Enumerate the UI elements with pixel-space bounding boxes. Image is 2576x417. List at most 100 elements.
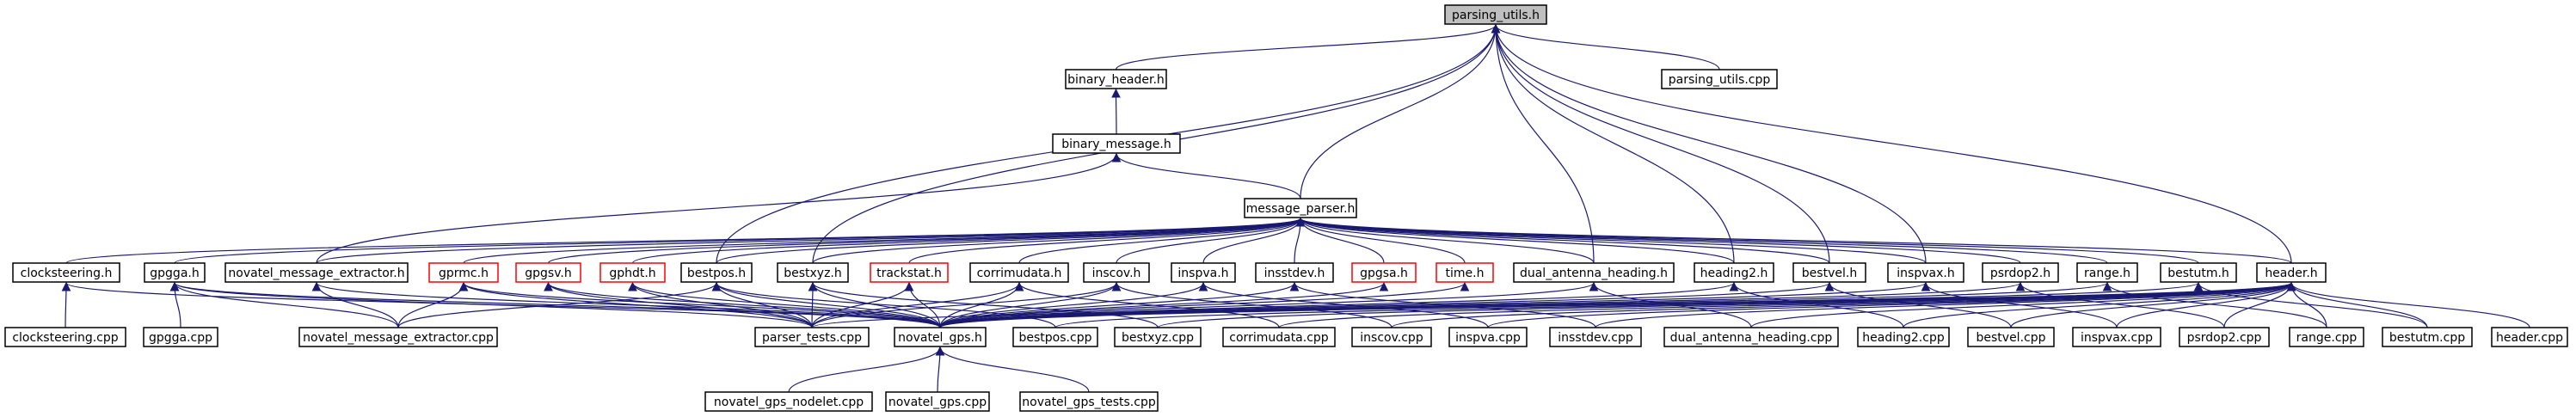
edge-bestvel-h-to-message-parser-h [1295,217,1830,264]
node-time-h[interactable]: time.h [1436,262,1494,283]
node-bestxyz-cpp[interactable]: bestxyz.cpp [1114,327,1202,347]
node-header-cpp[interactable]: header.cpp [2491,327,2568,347]
edge-parsing-utils-cpp-to-parsing-utils-h [1491,23,1720,71]
node-label: novatel_message_extractor.h [228,267,404,280]
node-box [1351,262,1417,283]
edge-inspvax-h-to-parsing-utils-h [1491,23,1927,264]
node-corrimudata-cpp[interactable]: corrimudata.cpp [1222,327,1336,347]
edge-gpgsv-h-to-message-parser-h [547,217,1306,264]
node-range-cpp[interactable]: range.cpp [2289,327,2364,347]
node-novatel-message-extractor-h[interactable]: novatel_message_extractor.h [224,262,409,283]
node-box [1448,327,1528,347]
edge-bestpos-h-to-message-parser-h [716,217,1306,264]
node-bestutm-h[interactable]: bestutm.h [2160,262,2237,283]
node-parsing-utils-cpp[interactable]: parsing_utils.cpp [1661,69,1778,89]
node-bestutm-cpp[interactable]: bestutm.cpp [2382,327,2473,347]
edge-parser-tests-cpp-to-trackstat-h [811,281,914,328]
edge-bestxyz-h-to-message-parser-h [812,217,1306,264]
file-nodes: parsing_utils.h binary_header.h parsing_ut… [4,4,2568,412]
node-psrdop2-cpp[interactable]: psrdop2.cpp [2179,327,2270,347]
node-bestpos-h[interactable]: bestpos.h [680,262,753,283]
node-gpgga-cpp[interactable]: gpgga.cpp [143,327,218,347]
edge-bestpos-cpp-to-bestpos-h [711,281,1056,328]
edge-corrimudata-cpp-to-corrimudata-h [1014,281,1280,328]
node-box [2491,327,2568,347]
node-gprmc-h[interactable]: gprmc.h [428,262,499,283]
node-label: novatel_gps.cpp [888,396,987,409]
node-box [1513,262,1675,283]
node-label: clocksteering.cpp [12,331,118,345]
node-gphdt-h[interactable]: gphdt.h [599,262,666,283]
node-novatel-gps-cpp[interactable]: novatel_gps.cpp [885,391,990,412]
edge-novatel-gps-nodelet-cpp-to-novatel-gps-h [788,346,945,393]
edge-novatel-gps-h-to-bestpos-h [711,281,941,328]
node-heading2-h[interactable]: heading2.h [1694,262,1774,283]
node-clocksteering-cpp[interactable]: clocksteering.cpp [4,327,126,347]
node-range-h[interactable]: range.h [2076,262,2138,283]
edge-bestpos-cpp-to-header-h [1054,281,2296,328]
node-gpgsa-h[interactable]: gpgsa.h [1351,262,1417,283]
node-bestvel-cpp[interactable]: bestvel.cpp [1967,327,2055,347]
node-gpgsv-h[interactable]: gpgsv.h [515,262,581,283]
node-box [1982,262,2059,283]
node-corrimudata-h[interactable]: corrimudata.h [969,262,1069,283]
node-insstdev-cpp[interactable]: insstdev.cpp [1549,327,1642,347]
node-binary-header-h[interactable]: binary_header.h [1065,69,1167,89]
node-label: psrdop2.h [1990,267,2050,280]
node-label: inspva.cpp [1455,331,1521,345]
node-box [2160,262,2237,283]
node-label: bestpos.h [687,267,746,280]
node-label: inspva.h [1177,267,1228,280]
edge-parser-tests-cpp-to-gpgga-h [169,281,813,328]
node-box [2289,327,2364,347]
edge-novatel-gps-h-to-inspva-h [939,281,1208,328]
node-bestvel-h[interactable]: bestvel.h [1792,262,1866,283]
node-inspvax-cpp[interactable]: inspvax.cpp [2072,327,2161,347]
node-header-h[interactable]: header.h [2256,262,2327,283]
edge-dual-antenna-heading-cpp-to-header-h [1750,281,2296,328]
node-dual-antenna-heading-h[interactable]: dual_antenna_heading.h [1513,262,1675,283]
node-box [1019,391,1159,412]
node-insstdev-h[interactable]: insstdev.h [1255,262,1334,283]
node-box [2179,327,2270,347]
node-label: range.cpp [2296,331,2358,345]
node-parsing-utils-h[interactable]: parsing_utils.h [1444,4,1547,25]
node-inspvax-h[interactable]: inspvax.h [1887,262,1964,283]
edge-clocksteering-h-to-message-parser-h [65,217,1305,264]
node-label: dual_antenna_heading.cpp [1670,331,1833,345]
node-label: bestutm.h [2167,267,2229,280]
edge-novatel-gps-h-to-gprmc-h [458,281,941,328]
node-trackstat-h[interactable]: trackstat.h [870,262,949,283]
node-novatel-gps-tests-cpp[interactable]: novatel_gps_tests.cpp [1019,391,1159,412]
node-inspva-h[interactable]: inspva.h [1171,262,1236,283]
node-label: novatel_gps_tests.cpp [1022,396,1156,409]
node-box [870,262,949,283]
edge-bestxyz-cpp-to-bestxyz-h [808,281,1159,328]
node-parser-tests-cpp[interactable]: parser_tests.cpp [754,327,870,347]
node-novatel-gps-h[interactable]: novatel_gps.h [894,327,987,347]
edge-range-cpp-to-range-h [2102,281,2327,328]
node-bestpos-cpp[interactable]: bestpos.cpp [1012,327,1098,347]
node-label: bestvel.h [1802,267,1857,280]
node-dual-antenna-heading-cpp[interactable]: dual_antenna_heading.cpp [1663,327,1839,347]
edge-novatel-gps-h-to-gpgsv-h [544,281,941,328]
node-clocksteering-h[interactable]: clocksteering.h [12,262,120,283]
node-heading2-cpp[interactable]: heading2.cpp [1857,327,1950,347]
edge-psrdop2-cpp-to-psrdop2-h [2015,281,2225,328]
node-novatel-gps-nodelet-cpp[interactable]: novatel_gps_nodelet.cpp [704,391,873,412]
node-box [224,262,409,283]
node-inspva-cpp[interactable]: inspva.cpp [1448,327,1528,347]
node-inscov-h[interactable]: inscov.h [1083,262,1150,283]
node-label: bestvel.cpp [1977,331,2046,345]
node-message-parser-h[interactable]: message_parser.h [1244,198,1357,218]
node-box [704,391,873,412]
node-bestxyz-h[interactable]: bestxyz.h [777,262,849,283]
node-novatel-message-extractor-cpp[interactable]: novatel_message_extractor.cpp [298,327,498,347]
node-binary-message-h[interactable]: binary_message.h [1052,133,1181,154]
node-inscov-cpp[interactable]: inscov.cpp [1351,327,1432,347]
node-gpgga-h[interactable]: gpgga.h [144,262,206,283]
node-box [515,262,581,283]
edge-novatel-gps-h-to-gpgsa-h [939,281,1389,328]
node-psrdop2-h[interactable]: psrdop2.h [1982,262,2059,283]
edge-novatel-gps-h-to-time-h [939,281,1470,328]
